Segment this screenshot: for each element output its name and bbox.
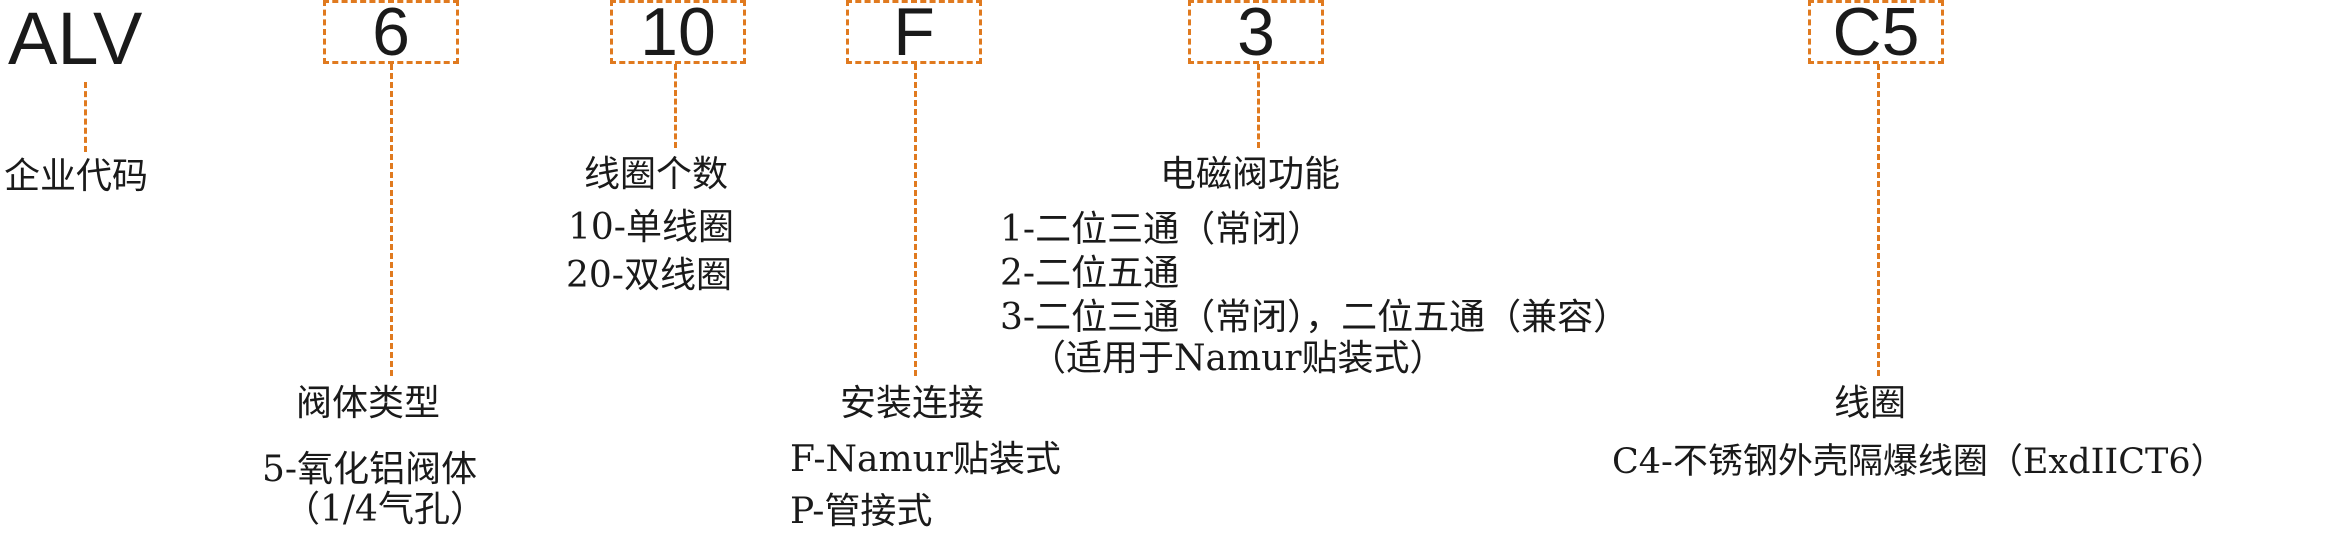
- label-valve-type: 阀体类型: [296, 383, 441, 424]
- connector-mounting: [914, 64, 917, 376]
- code-mounting: F: [893, 0, 935, 70]
- desc-coil-count-1: 10-单线圈: [568, 207, 734, 248]
- desc-valve-type-1: 5-氧化铝阀体: [262, 449, 478, 490]
- code-box-valve-type: 6: [323, 0, 459, 70]
- desc-function-1: 1-二位三通（常闭）: [1000, 209, 1324, 250]
- desc-mounting-1: F-Namur贴装式: [790, 439, 1062, 480]
- label-company-code: 企业代码: [4, 156, 149, 197]
- desc-function-4: （适用于Namur贴装式）: [1030, 338, 1446, 379]
- label-coil-count: 线圈个数: [584, 154, 729, 195]
- desc-coil-1: C4-不锈钢外壳隔爆线圈（ExdIICT6）: [1612, 442, 2226, 482]
- code-coil: C5: [1832, 0, 1920, 70]
- desc-mounting-2: P-管接式: [790, 491, 933, 532]
- code-coil-count: 10: [640, 0, 716, 70]
- code-box-coil: C5: [1808, 0, 1944, 70]
- desc-function-2: 2-二位五通: [1000, 253, 1180, 294]
- code-function: 3: [1237, 0, 1275, 70]
- code-box-coil-count: 10: [610, 0, 746, 70]
- code-box-function: 3: [1188, 0, 1324, 70]
- label-function: 电磁阀功能: [1160, 154, 1341, 195]
- connector-alv: [84, 82, 87, 152]
- desc-function-3: 3-二位三通（常闭），二位五通（兼容）: [1000, 297, 1630, 338]
- desc-valve-type-2: （1/4气孔）: [284, 489, 486, 530]
- code-alv: ALV: [8, 0, 143, 80]
- label-coil: 线圈: [1834, 383, 1907, 424]
- connector-coil: [1877, 64, 1880, 376]
- label-mounting: 安装连接: [840, 383, 985, 424]
- desc-coil-count-2: 20-双线圈: [566, 255, 732, 296]
- connector-coil-count: [674, 64, 677, 148]
- connector-function: [1257, 64, 1260, 148]
- code-valve-type: 6: [372, 0, 410, 70]
- connector-valve-type: [390, 64, 393, 376]
- code-box-mounting: F: [846, 0, 982, 70]
